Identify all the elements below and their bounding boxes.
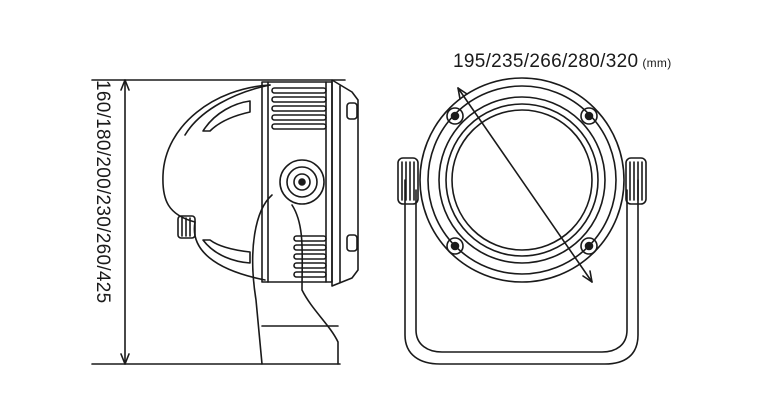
diameter-dimension-label: 195/235/266/280/320(mm) — [453, 51, 672, 73]
side-view-fixture — [162, 79, 359, 365]
height-dimension-line — [91, 79, 346, 365]
diameter-values: 195/235/266/280/320 — [453, 51, 639, 72]
front-view-fixture — [397, 77, 647, 365]
height-dimension-label: 160/180/200/230/260/425 — [92, 80, 113, 304]
diameter-unit: (mm) — [642, 56, 672, 70]
diameter-dimension-line — [457, 87, 593, 283]
